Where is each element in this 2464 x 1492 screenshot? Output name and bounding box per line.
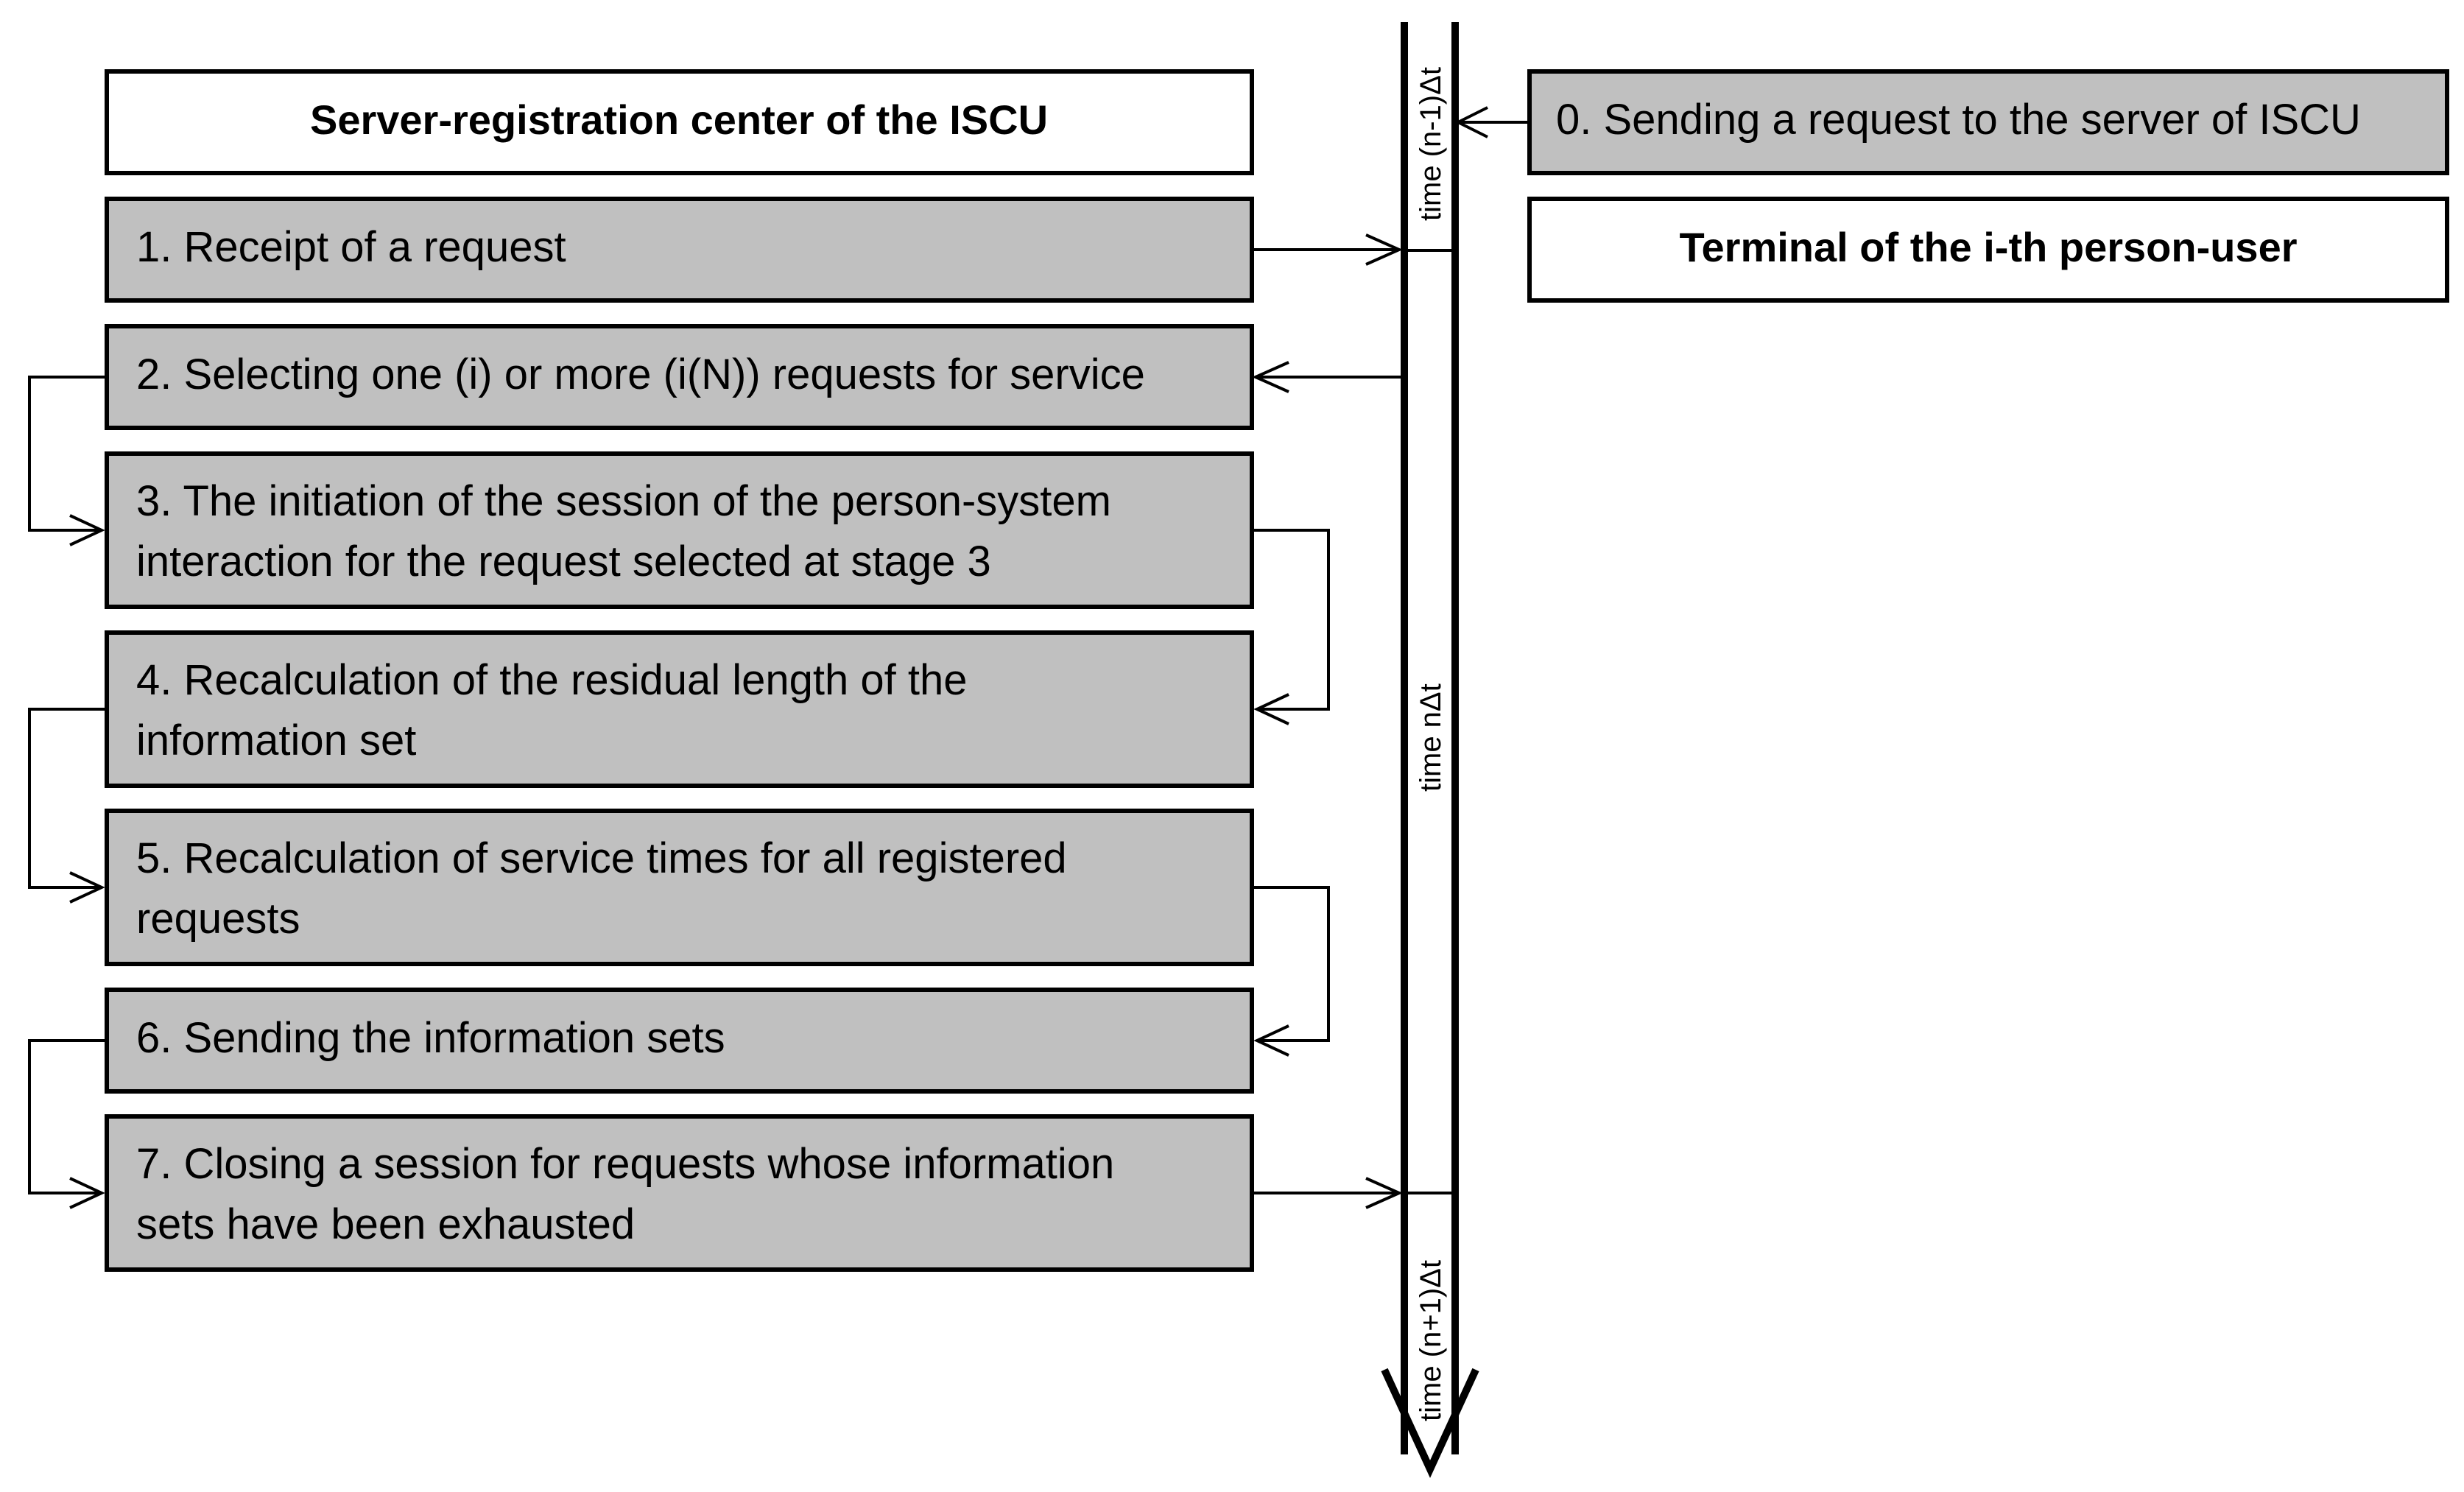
step-2-box: 2. Selecting one (i) or more (i(N)) requ… (105, 324, 1254, 430)
arrow-head-icon (1253, 693, 1289, 725)
arrow-step7-to-axis (1252, 1177, 1403, 1209)
arrow-head-icon (1454, 106, 1488, 138)
terminal-header-label: Terminal of the i-th person-user (1679, 224, 2297, 270)
step-4-box: 4. Recalculation of the residual length … (105, 630, 1254, 788)
arrow-head-icon (1253, 1024, 1289, 1057)
connector-step5-to-step6 (1252, 886, 1330, 1057)
step-6-box: 6. Sending the information sets (105, 988, 1254, 1094)
step-3-line-1: 3. The initiation of the session of the … (136, 477, 1111, 525)
step-5-line-1: 5. Recalculation of service times for al… (136, 834, 1067, 882)
step-0-box: 0. Sending a request to the server of IS… (1527, 69, 2449, 175)
step-1-line-1: 1. Receipt of a request (136, 223, 566, 271)
axis-arrowhead-icon (1381, 1368, 1479, 1478)
time-label-previous: time (n-1)Δt (1415, 67, 1447, 221)
arrow-step1-to-axis (1252, 233, 1403, 266)
arrow-head-icon (69, 1177, 105, 1209)
arrow-head-icon (69, 871, 105, 904)
step-5-line-2: requests (136, 895, 300, 943)
svg-text:6. Sending the information set: 6. Sending the information sets (136, 1014, 725, 1062)
svg-text:3. The initiation of the sessi: 3. The initiation of the session of the … (136, 477, 1123, 585)
time-axis (1381, 22, 1479, 1478)
svg-text:1. Receipt of a request: 1. Receipt of a request (136, 223, 566, 271)
arrow-axis-to-step2 (1252, 361, 1404, 393)
step-3-line-2: interaction for the request selected at … (136, 538, 991, 585)
connector-step3-to-step4 (1252, 529, 1330, 725)
svg-text:5. Recalculation of service ti: 5. Recalculation of service times for al… (136, 834, 1079, 943)
svg-text:2. Selecting one (i) or more (: 2. Selecting one (i) or more (i(N)) requ… (136, 351, 1145, 398)
step-7-line-2: sets have been exhausted (136, 1200, 635, 1248)
terminal-header: Terminal of the i-th person-user (1527, 197, 2449, 303)
step-0-label: 0. Sending a request to the server of IS… (1556, 96, 2361, 144)
step-4-line-1: 4. Recalculation of the residual length … (136, 656, 968, 704)
step-5-box: 5. Recalculation of service times for al… (105, 809, 1254, 966)
step-6-line-1: 6. Sending the information sets (136, 1014, 725, 1062)
connector-step6-to-step7 (28, 1039, 107, 1209)
step-3-box: 3. The initiation of the session of the … (105, 451, 1254, 609)
arrow-head-icon (1365, 1177, 1403, 1209)
svg-text:4. Recalculation of the residu: 4. Recalculation of the residual length … (136, 656, 979, 764)
server-header: Server-registration center of the ISCU (105, 69, 1254, 175)
arrow-head-icon (69, 514, 105, 546)
connector-step4-to-step5 (28, 708, 107, 904)
arrow-step0-to-axis (1454, 106, 1530, 138)
time-label-current: time nΔt (1415, 683, 1447, 792)
server-header-label: Server-registration center of the ISCU (310, 96, 1048, 143)
step-4-line-2: information set (136, 717, 416, 764)
step-1-box: 1. Receipt of a request (105, 197, 1254, 303)
arrow-head-icon (1252, 361, 1289, 393)
svg-text:7. Closing a session for reque: 7. Closing a session for requests whose … (136, 1140, 1126, 1248)
arrow-head-icon (1365, 233, 1403, 266)
step-7-line-1: 7. Closing a session for requests whose … (136, 1140, 1114, 1188)
time-label-next: time (n+1)Δt (1415, 1260, 1447, 1421)
step-2-line-1: 2. Selecting one (i) or more (i(N)) requ… (136, 351, 1145, 398)
connector-step2-to-step3 (28, 376, 107, 546)
step-7-box: 7. Closing a session for requests whose … (105, 1114, 1254, 1272)
